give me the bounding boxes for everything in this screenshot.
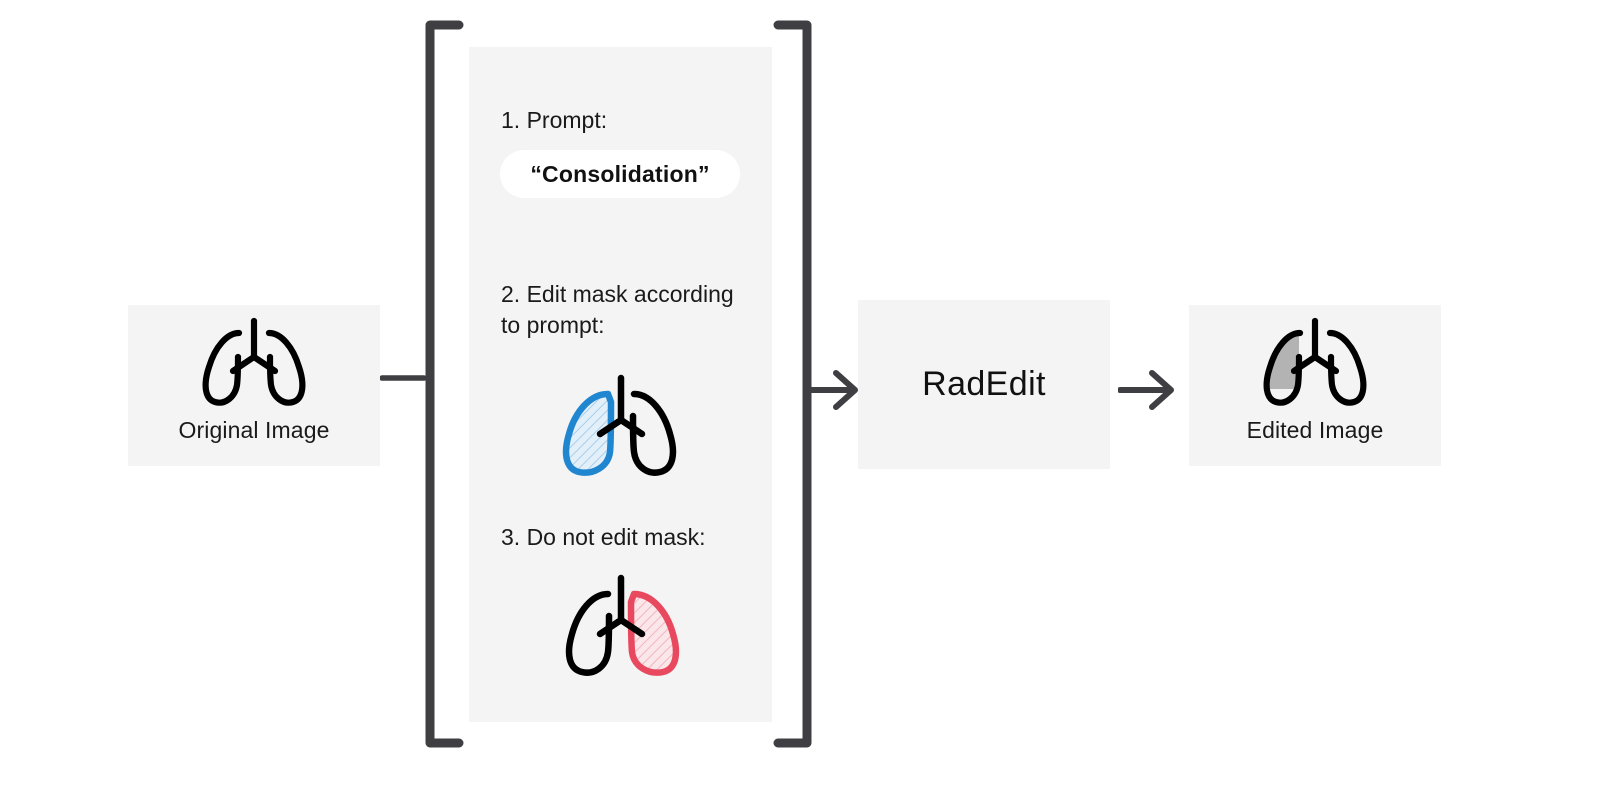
original-image-panel: Original Image: [128, 305, 380, 466]
lungs-left-mask-icon: [546, 372, 696, 492]
step-keep-mask-label: 3. Do not edit mask:: [501, 524, 706, 550]
edited-image-caption: Edited Image: [1246, 417, 1384, 443]
bracket-right-icon: [772, 20, 816, 748]
arrow-to-output-icon: [1118, 362, 1178, 418]
edited-image-panel: Edited Image: [1189, 305, 1441, 466]
input-connector-line: [380, 370, 426, 386]
lungs-right-mask-icon: [546, 572, 696, 692]
radedit-model-label: RadEdit: [922, 365, 1046, 403]
prompt-value-text: “Consolidation”: [530, 160, 710, 187]
arrow-to-model-icon: [810, 362, 862, 418]
original-image-caption: Original Image: [178, 417, 330, 443]
step-prompt-label: 1. Prompt:: [501, 107, 608, 133]
bracket-left-icon: [421, 20, 465, 748]
step-edit-mask: 2. Edit mask according to prompt:: [469, 279, 772, 476]
lungs-icon: [191, 313, 317, 413]
step-keep-mask: 3. Do not edit mask:: [469, 522, 772, 676]
step-edit-mask-label: 2. Edit mask according to prompt:: [501, 281, 734, 338]
steps-panel: 1. Prompt: “Consolidation” 2. Edit mask …: [469, 47, 772, 722]
step-prompt: 1. Prompt:: [469, 105, 772, 136]
lungs-consolidation-icon: [1252, 313, 1378, 413]
radedit-model-panel: RadEdit: [858, 300, 1110, 469]
prompt-value-pill[interactable]: “Consolidation”: [500, 150, 740, 198]
